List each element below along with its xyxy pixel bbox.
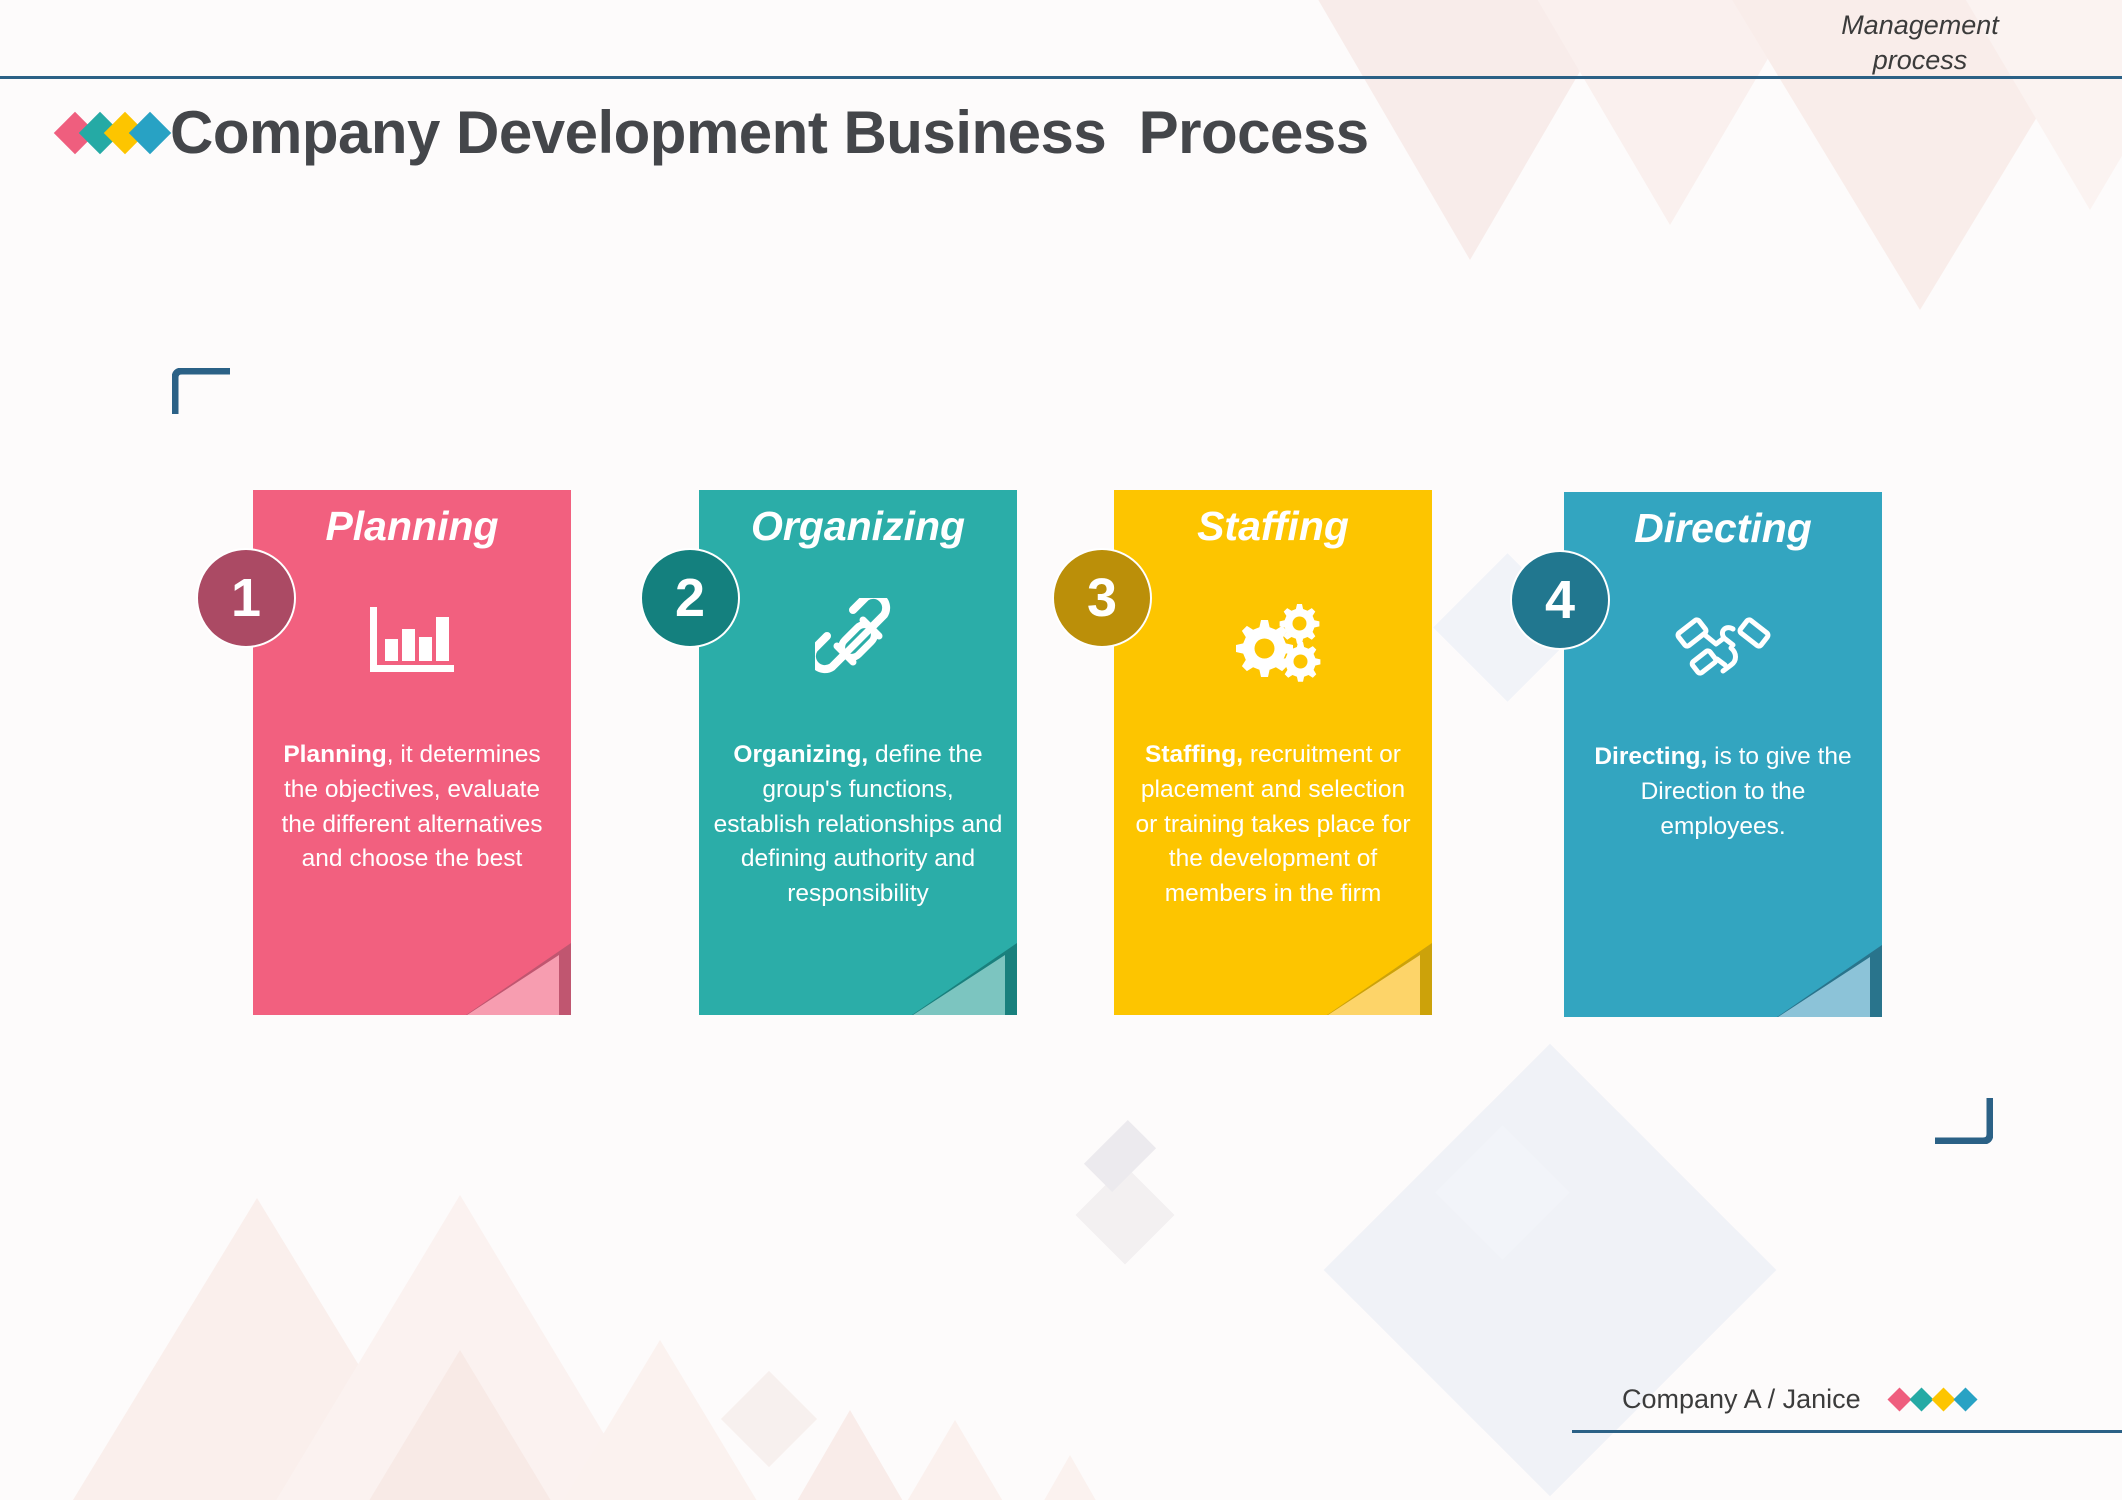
corner-bracket-top-left-icon: [172, 368, 230, 414]
process-card-1[interactable]: Planning Planning, it determines the obj…: [253, 490, 571, 1015]
gears-icon: [1114, 586, 1432, 696]
footer-diamond-4-icon: [1953, 1387, 1978, 1412]
footer-diamond-2-icon: [1909, 1387, 1934, 1412]
card-body-rest-2: define the group's functions, establish …: [713, 741, 1003, 908]
card-body-3: Staffing, recruitment or placement and s…: [1128, 738, 1418, 912]
footer-text: Company A / Janice: [1622, 1384, 1861, 1414]
card-title-2: Organizing: [750, 503, 966, 549]
footer-diamond-3-icon: [1931, 1387, 1956, 1412]
process-card-3[interactable]: Staffing Staffing, recruitment or placem…: [1114, 490, 1432, 1015]
process-card-4[interactable]: Directing Directing, is to give the Dire: [1564, 492, 1882, 1017]
card-body-rest-1: , it determines the objectives, evaluate…: [281, 741, 543, 873]
card-number-2: 2: [674, 568, 706, 628]
chain-link-icon: [699, 586, 1017, 696]
card-title-1: Planning: [325, 503, 499, 549]
card-number-badge-3[interactable]: 3: [1052, 548, 1152, 648]
bar-chart-icon: [253, 586, 571, 696]
card-number-badge-2[interactable]: 2: [640, 548, 740, 648]
card-title-4: Directing: [1634, 505, 1812, 551]
card-body-4: Directing, is to give the Direction to t…: [1578, 740, 1868, 844]
handshake-icon: [1564, 588, 1882, 698]
card-fold-light-2: [913, 955, 1005, 1015]
card-fold-light-4: [1778, 957, 1870, 1017]
card-number-1: 1: [230, 568, 262, 628]
card-fold-light-3: [1328, 955, 1420, 1015]
card-number-badge-4[interactable]: 4: [1510, 550, 1610, 650]
card-body-lead-4: Directing,: [1594, 743, 1708, 770]
card-body-lead-3: Staffing,: [1145, 741, 1244, 768]
footer-diamond-1-icon: [1887, 1387, 1912, 1412]
card-number-4: 4: [1544, 570, 1576, 630]
card-body-2: Organizing, define the group's functions…: [713, 738, 1003, 912]
card-title-3: Staffing: [1197, 503, 1349, 549]
card-body-rest-3: recruitment or placement and selection o…: [1135, 741, 1411, 908]
footer-diamonds-icon: [1887, 1387, 1979, 1412]
card-body-1: Planning, it determines the objectives, …: [267, 738, 557, 877]
process-card-2[interactable]: Organizing: [699, 490, 1017, 1015]
card-fold-light-1: [467, 955, 559, 1015]
card-number-3: 3: [1086, 568, 1118, 628]
card-body-lead-2: Organizing,: [733, 741, 869, 768]
card-body-rest-4: is to give the Direction to the employee…: [1640, 743, 1852, 840]
footer-divider: [1572, 1430, 2122, 1433]
corner-bracket-bottom-right-icon: [1935, 1098, 1993, 1144]
card-body-lead-1: Planning: [283, 741, 387, 768]
footer-inner: Company A / Janice: [1622, 1384, 1979, 1415]
card-number-badge-1[interactable]: 1: [196, 548, 296, 648]
header-divider: [0, 76, 2122, 79]
